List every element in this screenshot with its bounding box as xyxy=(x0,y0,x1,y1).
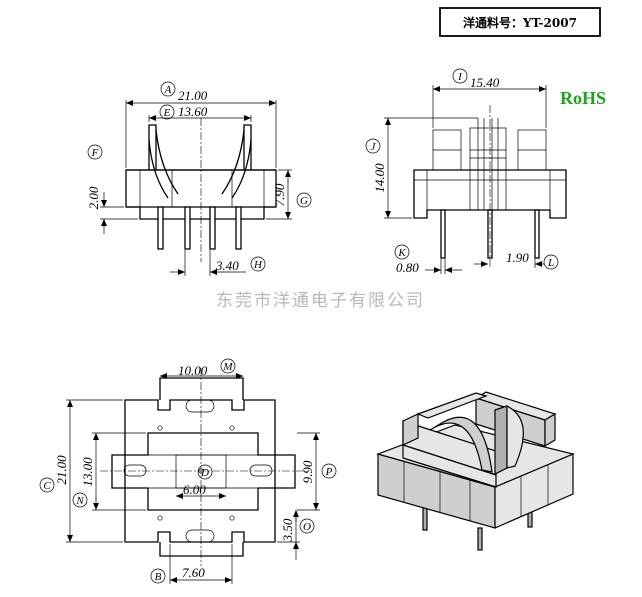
svg-text:A: A xyxy=(164,84,172,96)
dim-O: O 3.50 xyxy=(280,518,315,542)
svg-text:E: E xyxy=(163,107,171,119)
dim-J: J 14.00 xyxy=(365,138,387,193)
isometric-view xyxy=(376,391,575,551)
svg-text:H: H xyxy=(253,259,263,271)
svg-text:B: B xyxy=(155,571,162,583)
svg-text:C: C xyxy=(43,480,51,492)
dim-C: C 21.00 xyxy=(39,455,69,493)
svg-text:2.00: 2.00 xyxy=(86,186,101,209)
svg-text:14.00: 14.00 xyxy=(372,163,387,193)
svg-text:10.00: 10.00 xyxy=(178,363,208,378)
svg-text:7.90: 7.90 xyxy=(272,183,287,206)
dim-G: G 7.90 xyxy=(272,183,312,208)
dim-D: D 6.00 xyxy=(183,464,213,497)
svg-text:O: O xyxy=(303,521,311,533)
dim-A: A 21.00 xyxy=(160,81,208,103)
dim-F: F 2.00 xyxy=(86,144,103,209)
dim-B: B 7.60 xyxy=(150,565,205,584)
svg-text:7.60: 7.60 xyxy=(182,565,205,580)
dim-H: H 3.40 xyxy=(215,256,266,273)
svg-text:L: L xyxy=(547,257,554,269)
side-view xyxy=(384,85,567,274)
front-view xyxy=(100,100,292,276)
company-watermark: 东莞市洋通电子有限公司 xyxy=(216,291,425,311)
svg-text:3.50: 3.50 xyxy=(280,518,295,542)
part-number-text: 洋通料号：YT-2007 xyxy=(463,15,577,30)
svg-text:D: D xyxy=(200,467,209,479)
plan-view xyxy=(66,368,320,584)
dim-M: M 10.00 xyxy=(178,358,236,378)
svg-text:15.40: 15.40 xyxy=(470,75,500,90)
svg-text:I: I xyxy=(457,71,463,83)
svg-text:9.90: 9.90 xyxy=(300,460,315,483)
svg-text:F: F xyxy=(91,147,99,159)
svg-text:21.00: 21.00 xyxy=(178,88,208,103)
svg-text:21.00: 21.00 xyxy=(54,455,69,485)
svg-text:6.00: 6.00 xyxy=(183,482,206,497)
svg-text:1.90: 1.90 xyxy=(506,250,529,265)
dim-L: L 1.90 xyxy=(506,250,559,270)
svg-text:3.40: 3.40 xyxy=(215,258,239,273)
svg-text:N: N xyxy=(75,495,84,507)
dim-N: N 13.00 xyxy=(72,457,95,508)
svg-text:K: K xyxy=(397,247,406,259)
dim-K: K 0.80 xyxy=(394,244,419,275)
svg-text:P: P xyxy=(325,466,333,478)
dim-E: E 13.60 xyxy=(159,104,208,120)
svg-text:13.60: 13.60 xyxy=(178,104,208,119)
svg-text:G: G xyxy=(300,195,308,207)
svg-text:0.80: 0.80 xyxy=(396,260,419,275)
svg-text:13.00: 13.00 xyxy=(80,457,95,487)
svg-text:J: J xyxy=(371,141,377,153)
dim-I: I 15.40 xyxy=(452,68,500,90)
rohs-mark: RoHS xyxy=(560,88,606,108)
svg-text:M: M xyxy=(222,361,233,373)
dim-P: P 9.90 xyxy=(300,460,337,483)
part-number-box: 洋通料号：YT-2007 xyxy=(439,7,601,37)
